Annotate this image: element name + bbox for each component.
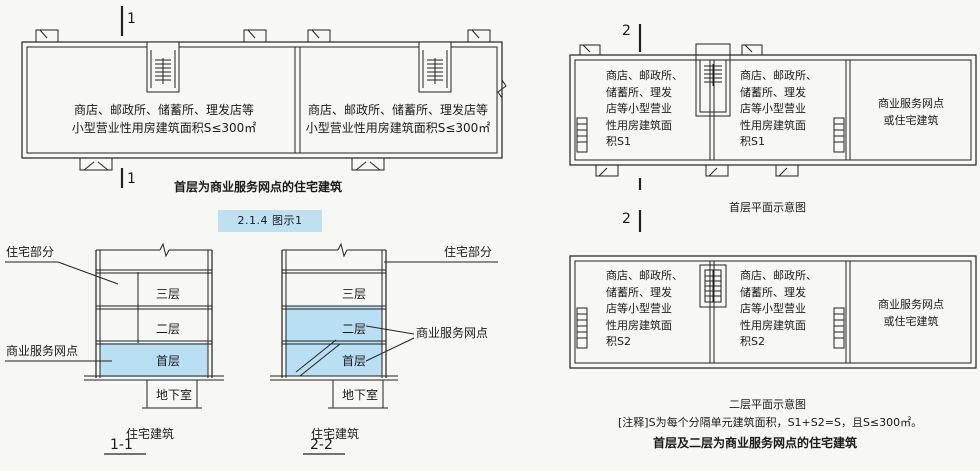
stair-icon <box>576 307 588 349</box>
room-line-1: 商店、邮政所、储蓄所、理发店等 <box>73 103 254 117</box>
residence-part-label: 住宅部分 <box>444 245 493 259</box>
basement-label: 地下室 <box>156 388 193 402</box>
section-title-2-2: 2-2 <box>310 437 333 453</box>
basement-label: 地下室 <box>342 388 379 402</box>
upper-room-left: 商店、邮政所、 储蓄所、理发 店等小型营业 性用房建筑面 积S2 <box>606 268 683 351</box>
ground-plan-caption: 首层平面示意图 <box>729 201 806 214</box>
section-mark-bottom: 2 <box>622 211 631 227</box>
section-2-2-drawing <box>270 242 498 455</box>
section-mark-top: 2 <box>622 23 631 39</box>
room-line-2: 小型营业性用房建筑面积S≤300㎡ <box>305 121 491 135</box>
text-line: 或住宅建筑 <box>883 113 939 127</box>
right-main-caption: 首层及二层为商业服务网点的住宅建筑 <box>653 436 858 450</box>
stair-icon <box>155 58 171 84</box>
text-line: 储蓄所、理发 <box>740 85 806 99</box>
text-line: 商店、邮政所、 <box>606 269 683 282</box>
upper-plan-caption: 二层平面示意图 <box>729 398 806 411</box>
text-line: 性用房建筑面 <box>740 118 806 132</box>
text-line: 性用房建筑面 <box>606 318 672 332</box>
text-line: 店等小型营业 <box>740 302 806 315</box>
top-left-caption: 首层为商业服务网点的住宅建筑 <box>174 180 343 194</box>
text-line: 性用房建筑面 <box>606 118 672 132</box>
ground-room-right: 商店、邮政所、 储蓄所、理发 店等小型营业 性用房建筑面 积S1 <box>740 68 817 151</box>
commercial-point-label: 商业服务网点 <box>6 344 79 358</box>
right-upper-floor-plan <box>569 255 977 369</box>
floor1-label: 首层 <box>342 354 367 368</box>
building-label: 住宅建筑 <box>126 427 175 441</box>
room-label-left: 商店、邮政所、储蓄所、理发店等 小型营业性用房建筑面积S≤300㎡ <box>44 101 284 137</box>
text-line: 或住宅建筑 <box>883 314 939 328</box>
stair-icon <box>833 307 845 349</box>
floor3-label: 三层 <box>342 287 367 301</box>
building-label: 住宅建筑 <box>311 427 360 441</box>
ground-room-left: 商店、邮政所、 储蓄所、理发 店等小型营业 性用房建筑面 积S1 <box>606 68 683 151</box>
text-line: 商店、邮政所、 <box>740 69 817 82</box>
top-left-floor-plan <box>21 6 507 188</box>
text-line: 储蓄所、理发 <box>740 285 806 299</box>
right-ground-floor-plan <box>569 24 977 232</box>
ground-service-label: 商业服务网点 或住宅建筑 <box>856 96 966 129</box>
text-line: 店等小型营业 <box>606 102 672 115</box>
figure-label: 2.1.4 图示1 <box>218 210 322 232</box>
text-line: 商店、邮政所、 <box>606 69 683 82</box>
stair-icon <box>704 64 722 86</box>
stair-icon <box>704 269 722 303</box>
commercial-point-label: 商业服务网点 <box>416 326 489 340</box>
text-line: 积S1 <box>606 135 631 148</box>
text-line: 储蓄所、理发 <box>606 85 672 99</box>
text-line: 店等小型营业 <box>606 302 672 315</box>
stair-icon <box>427 58 443 84</box>
floor2-label: 二层 <box>156 322 181 336</box>
room-line-1: 商店、邮政所、储蓄所、理发店等 <box>307 103 488 117</box>
text-line: 性用房建筑面 <box>740 318 806 332</box>
text-line: 积S2 <box>606 335 631 348</box>
text-line: 商业服务网点 <box>878 298 944 311</box>
section-title-1-1: 1-1 <box>110 437 133 453</box>
upper-service-label: 商业服务网点 或住宅建筑 <box>856 297 966 330</box>
room-line-2: 小型营业性用房建筑面积S≤300㎡ <box>71 121 257 135</box>
section-1-1-drawing <box>5 242 224 455</box>
ground-floor-shop-fill <box>100 343 208 377</box>
section-mark-bottom: 1 <box>127 171 136 187</box>
section-mark-top: 1 <box>127 11 136 27</box>
text-line: 店等小型营业 <box>740 102 806 115</box>
floor3-label: 三层 <box>156 287 181 301</box>
floor1-label: 首层 <box>156 354 181 368</box>
stair-icon <box>576 117 588 153</box>
upper-room-right: 商店、邮政所、 储蓄所、理发 店等小型营业 性用房建筑面 积S2 <box>740 268 817 351</box>
stair-icon <box>833 117 845 153</box>
room-label-right: 商店、邮政所、储蓄所、理发店等 小型营业性用房建筑面积S≤300㎡ <box>300 101 496 137</box>
residence-part-label: 住宅部分 <box>6 245 55 259</box>
text-line: 积S2 <box>740 335 765 348</box>
text-line: 商业服务网点 <box>878 97 944 110</box>
text-line: 积S1 <box>740 135 765 148</box>
text-line: 储蓄所、理发 <box>606 285 672 299</box>
floor2-label: 二层 <box>342 322 367 336</box>
text-line: 商店、邮政所、 <box>740 269 817 282</box>
note-text: [注释]S为每个分隔单元建筑面积，S1+S2=S，且S≤300㎡。 <box>618 416 923 429</box>
